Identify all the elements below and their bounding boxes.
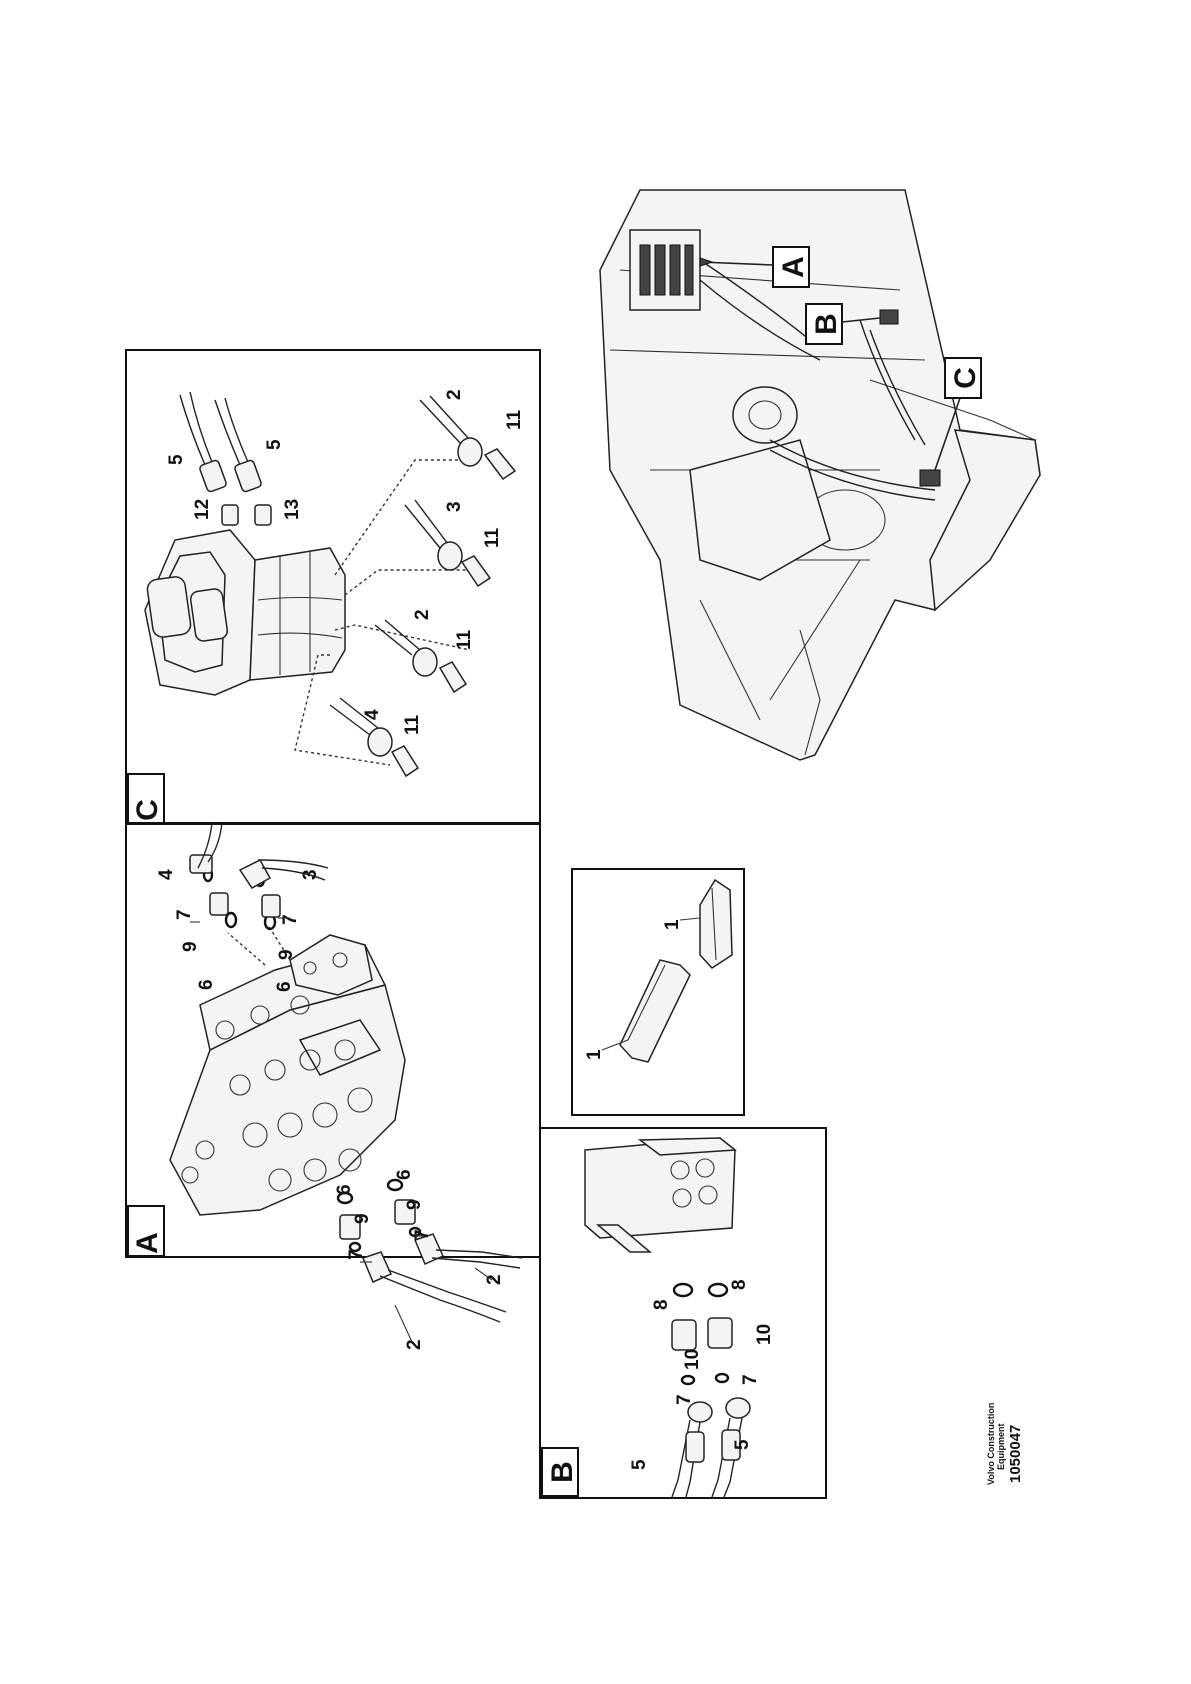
label-b-7-right: 7 [740,1374,761,1385]
lower-hoses [336,1178,523,1323]
label-b-7-left: 7 [674,1394,695,1405]
label-a-9-upper-right: 9 [276,949,297,960]
panel-c-frame [125,349,541,825]
machine-overview-drawing: A B C [599,189,1041,761]
label-c-2-b: 2 [444,389,465,400]
overview-callout-b-box [805,303,843,345]
panel-c: C [125,349,541,825]
label-clip-1-right: 1 [662,919,683,930]
label-a-7-upper-right: 7 [280,914,301,925]
panel-a: A [125,821,541,1350]
panel-a-letter: A [131,1232,164,1254]
label-c-2-a: 2 [412,609,433,620]
label-a-4: 4 [156,869,177,880]
label-c-11-d: 11 [504,409,525,430]
label-a-7-lower-left: 7 [346,1249,367,1260]
label-b-10-left: 10 [682,1349,703,1370]
label-a-9-upper-left: 9 [180,941,201,952]
label-b-5-left: 5 [629,1459,650,1470]
label-a-6-lower-left: 6 [334,1184,355,1195]
panel-b-extension [539,1127,827,1499]
label-a-3: 3 [300,869,321,880]
label-a-6-upper-right: 6 [274,981,295,992]
panel-b-letter-main: B [546,1461,579,1483]
label-c-11-b: 11 [454,629,475,650]
label-c-12: 12 [192,499,213,520]
label-c-13: 13 [282,499,303,520]
clip-left-drawing [619,959,691,1063]
label-a-6-lower-right: 6 [394,1169,415,1180]
overview-callout-b: B [810,313,843,335]
label-a-9-lower-right: 9 [404,1199,425,1210]
panel-c-letter: C [131,799,164,821]
label-a-2-left: 2 [404,1339,425,1350]
footer-company-line1: Volvo Construction [986,1403,996,1485]
footer-company-line2: Equipment [996,1423,1006,1470]
label-c-4: 4 [362,709,383,720]
overview-callout-a-box [772,246,810,288]
label-b-5-right: 5 [732,1439,753,1450]
label-a-2-right: 2 [484,1274,505,1285]
label-b-8-right: 8 [729,1279,750,1290]
label-a-6-upper-left: 6 [196,979,217,990]
panel-a-letter-box [127,1205,165,1257]
clip-right-drawing [699,878,733,969]
overview-callout-a: A [777,256,810,278]
joystick-drawing [144,529,346,696]
panel-clips-frame [571,868,745,1116]
label-a-7-lower-right: 7 [412,1229,433,1240]
joystick-hoses [179,391,517,778]
footer-figure-number: 1050047 [1007,1425,1024,1483]
overview-callout-c: C [949,367,982,389]
label-c-11-a: 11 [402,714,423,735]
footer: Volvo Construction Equipment 1050047 [986,1403,1024,1485]
label-b-8-left: 8 [651,1299,672,1310]
panel-clips: 1 1 [571,868,745,1116]
label-a-9-lower-left: 9 [352,1213,373,1224]
label-c-11-c: 11 [482,527,503,548]
label-c-3: 3 [444,501,465,512]
upper-hoses [189,821,329,931]
label-clip-1-left: 1 [584,1049,605,1060]
label-c-5-right: 5 [264,439,285,450]
overview-callout-c-box [944,357,982,399]
control-valve-drawing [169,934,406,1216]
label-b-10-right: 10 [754,1324,775,1345]
label-a-7-upper-left: 7 [174,909,195,920]
panel-c-letter-box [127,773,165,825]
label-c-5-left: 5 [166,454,187,465]
